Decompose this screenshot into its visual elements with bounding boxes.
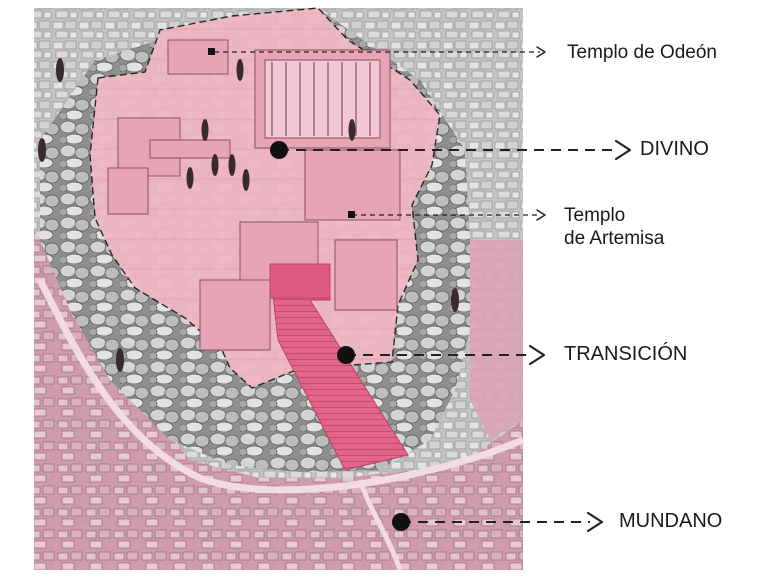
- label-divino: DIVINO: [640, 138, 709, 160]
- label-mundano: MUNDANO: [619, 510, 723, 532]
- arrow-transicion: [528, 344, 546, 366]
- arrow-templo-artemisa: [536, 209, 546, 221]
- arrow-templo-odeon: [536, 46, 546, 58]
- label-templo-odeon: Templo de Odeón: [567, 42, 717, 63]
- marker-divino: [270, 141, 288, 159]
- label-transicion: TRANSICIÓN: [564, 343, 688, 365]
- mundane-zone: [34, 230, 523, 570]
- markers: [208, 48, 410, 531]
- label-templo-artemisa: Templo de Artemisa: [564, 204, 664, 250]
- marker-mundano: [392, 513, 410, 531]
- marker-templo-artemisa: [348, 211, 355, 218]
- temple-buildings: [107, 39, 401, 351]
- marker-transicion: [337, 346, 355, 364]
- road-lower: [357, 479, 403, 571]
- leader-lines: [214, 51, 618, 523]
- mundane-street: [470, 240, 523, 440]
- arrow-heads: [528, 46, 632, 533]
- transition-stair: [269, 263, 409, 471]
- label-templo-artemisa-line2: de Artemisa: [564, 228, 665, 249]
- label-templo-artemisa-line1: Templo: [564, 205, 626, 226]
- cypress-trees: [38, 58, 459, 372]
- arrow-mundano: [586, 511, 604, 533]
- road: [36, 278, 525, 494]
- arrow-divino: [614, 139, 632, 161]
- marker-templo-odeon: [208, 48, 215, 55]
